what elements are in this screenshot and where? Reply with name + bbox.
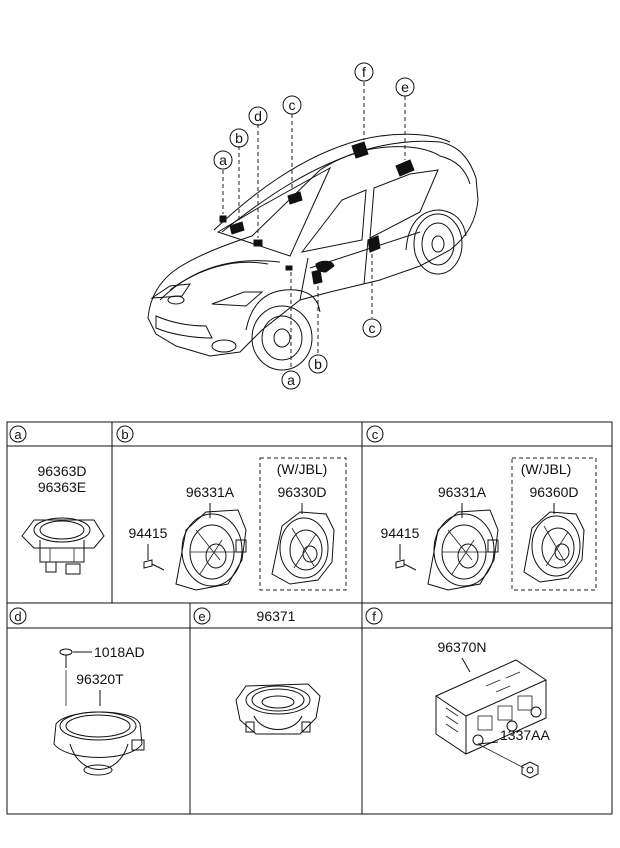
- svg-text:b: b: [235, 130, 243, 146]
- svg-text:f: f: [372, 609, 376, 624]
- svg-text:e: e: [401, 79, 409, 95]
- part-number-96330D: 96330D: [277, 484, 326, 500]
- callout-a-bottom: a: [281, 370, 301, 390]
- door-speaker-icon-b: [175, 509, 247, 591]
- svg-text:f: f: [362, 64, 366, 80]
- section-label-b: b: [116, 425, 134, 443]
- callout-c-top: c: [282, 95, 302, 115]
- callout-c-bottom: c: [362, 318, 382, 338]
- amplifier-icon: [435, 659, 547, 755]
- svg-text:a: a: [287, 372, 295, 388]
- jbl-speaker-icon-c: [523, 511, 585, 583]
- jbl-speaker-icon-b: [271, 511, 335, 585]
- part-number-96331A-b: 96331A: [186, 484, 235, 500]
- tweeter-speaker-icon: [21, 517, 105, 575]
- car-illustration: [147, 82, 479, 371]
- svg-text:a: a: [219, 152, 227, 168]
- option-label-jbl-b: (W/JBL): [277, 461, 328, 477]
- svg-text:d: d: [254, 108, 262, 124]
- callout-a-top: a: [213, 150, 233, 170]
- part-number-1018AD: 1018AD: [94, 644, 145, 660]
- part-number-94415-b: 94415: [129, 525, 168, 541]
- svg-text:c: c: [369, 320, 376, 336]
- panel-c: 96331A 94415 (W/JBL) 96360D: [381, 457, 597, 591]
- part-number-94415-c: 94415: [381, 525, 420, 541]
- svg-text:e: e: [198, 609, 205, 624]
- section-label-d: d: [9, 607, 27, 625]
- section-label-a: a: [9, 425, 27, 443]
- option-label-jbl-c: (W/JBL): [521, 461, 572, 477]
- panel-a: 96363D 96363E: [21, 463, 105, 575]
- callout-b-top: b: [229, 128, 249, 148]
- svg-text:d: d: [14, 609, 21, 624]
- screw-icon: [143, 559, 165, 571]
- part-number-96360D: 96360D: [529, 484, 578, 500]
- callout-e-top: e: [395, 77, 415, 97]
- parts-grid: [6, 421, 613, 815]
- callout-d-top: d: [248, 106, 268, 126]
- callout-f-top: f: [354, 62, 374, 82]
- nut-icon: [521, 761, 539, 779]
- subwoofer-speaker-icon: [235, 683, 321, 735]
- section-label-c: c: [366, 425, 384, 443]
- part-number-96363D: 96363D: [37, 463, 86, 479]
- section-label-f: f: [365, 607, 383, 625]
- part-number-96363E: 96363E: [38, 479, 86, 495]
- panel-d: 1018AD 96320T: [53, 644, 145, 776]
- svg-text:a: a: [14, 427, 22, 442]
- center-speaker-icon: [53, 711, 145, 776]
- callout-b-bottom: b: [308, 354, 328, 374]
- section-label-e: e: [193, 607, 211, 625]
- part-number-96331A-c: 96331A: [438, 484, 487, 500]
- part-number-96370N: 96370N: [437, 639, 486, 655]
- part-number-96371: 96371: [257, 608, 296, 624]
- screw-icon: [395, 559, 417, 571]
- svg-text:c: c: [289, 97, 296, 113]
- svg-text:b: b: [314, 356, 322, 372]
- part-number-96320T: 96320T: [76, 671, 124, 687]
- panel-e: 96371: [235, 608, 321, 735]
- svg-text:b: b: [121, 427, 128, 442]
- screw-icon: [59, 648, 73, 668]
- door-speaker-icon-c: [427, 509, 499, 591]
- part-number-1337AA: 1337AA: [500, 727, 550, 743]
- panel-f: 96370N 1337AA: [435, 639, 550, 779]
- svg-text:c: c: [372, 427, 379, 442]
- panel-b: 96331A 94415 (W/JBL) 96330D: [129, 457, 347, 591]
